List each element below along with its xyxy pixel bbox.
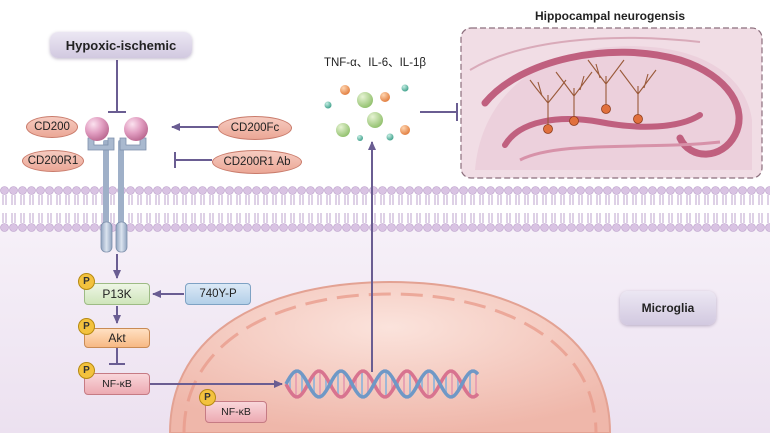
hippocampal-neurogenesis-title: Hippocampal neurogensis — [534, 9, 686, 23]
nucleus — [168, 280, 612, 433]
phospho-badge-nfkb: P — [78, 362, 95, 379]
cd200r1-label: CD200R1 — [22, 150, 84, 172]
cd200r1-ab-label: CD200R1 Ab — [212, 150, 302, 174]
nuclear-envelope — [182, 292, 598, 433]
nfkb-box: NF-κB — [84, 373, 150, 395]
ligand-sphere-icon — [124, 117, 148, 141]
neuron-icon — [633, 114, 643, 124]
neuron-icon — [543, 124, 553, 134]
phospho-badge-nucleus: P — [199, 389, 216, 406]
neuron-icon — [601, 104, 611, 114]
hippocampus-slice-icon — [460, 27, 763, 179]
ligand-sphere-icon — [85, 117, 109, 141]
cd200fc-label: CD200Fc — [218, 116, 292, 140]
receptor-dimer-icon — [87, 137, 147, 253]
phospho-badge-pi3k: P — [78, 273, 95, 290]
cell-membrane — [0, 186, 770, 232]
cd200-label: CD200 — [26, 116, 78, 138]
pi3k-box: P13K — [84, 283, 150, 305]
nfkb-nucleus-box: NF-κB — [205, 401, 267, 423]
cytokine-particles-icon — [324, 84, 410, 141]
activator-740yp-box: 740Y-P — [185, 283, 251, 305]
dna-helix-icon — [284, 369, 480, 399]
neuron-icon — [569, 116, 579, 126]
hypoxic-ischemic-label: Hypoxic-ischemic — [50, 32, 192, 58]
cytokines-label: TNF-α、IL-6、IL-1β — [323, 57, 427, 69]
phospho-badge-akt: P — [78, 318, 95, 335]
akt-box: Akt — [84, 328, 150, 348]
microglia-label: Microglia — [620, 291, 716, 325]
